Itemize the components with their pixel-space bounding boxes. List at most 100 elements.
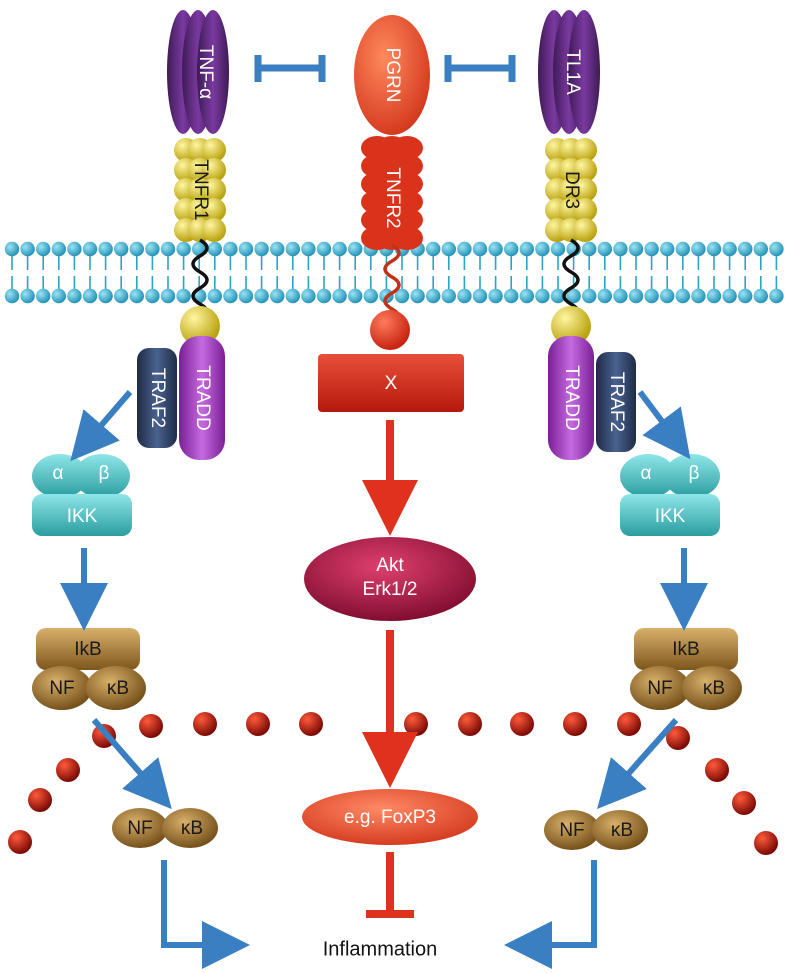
- foxp3-label: e.g. FoxP3: [344, 807, 436, 828]
- lipid-head: [316, 241, 332, 257]
- tnfr1-death-domain: [180, 306, 220, 346]
- left-nuclear-nf-label: NF: [127, 818, 152, 839]
- receptor-subunit: [573, 198, 597, 222]
- left-nuclear-nfkb: NF κB: [112, 808, 218, 848]
- lipid-head: [223, 288, 238, 304]
- receptor-subunit: [202, 178, 226, 202]
- lipid-head: [597, 288, 612, 304]
- pgrn-ligand: PGRN: [354, 15, 430, 135]
- lipid-head: [660, 241, 675, 257]
- lipid-head: [145, 288, 160, 304]
- lipid-head: [129, 288, 144, 304]
- lipid-head: [20, 288, 35, 304]
- right-nuclear-kb-label: κB: [611, 820, 633, 841]
- lipid-head: [160, 241, 176, 257]
- inhibit-tnf-pgrn: [254, 55, 326, 82]
- lipid-head: [51, 241, 66, 257]
- receptor-subunit: [202, 198, 226, 222]
- receptor-subunit: [573, 158, 597, 182]
- nuclear-pore-dot: [732, 791, 756, 815]
- lipid-head: [363, 288, 378, 304]
- left-ikb-nfkb-complex: IkB NF κB: [32, 628, 146, 710]
- lipid-head: [504, 288, 519, 304]
- lipid-head: [301, 288, 316, 304]
- lipid-head: [457, 288, 472, 304]
- lipid-head: [285, 288, 300, 304]
- nuclear-envelope: [8, 712, 778, 855]
- lipid-head: [566, 288, 581, 304]
- receptor-subunit: [573, 178, 597, 202]
- lipid-head: [51, 288, 66, 304]
- lipid-head: [691, 241, 706, 257]
- nuclear-pore-dot: [563, 712, 587, 736]
- receptor-subunit: [391, 208, 423, 232]
- arrow-nfkb-to-inflammation-right: [504, 860, 597, 969]
- lipid-head: [488, 288, 503, 304]
- lipid-head: [472, 241, 488, 257]
- right-kb-label: κB: [703, 678, 725, 699]
- right-traf2-label: TRAF2: [606, 372, 627, 432]
- receptor-subunit: [202, 158, 226, 182]
- right-ikk-complex: α β IKK: [620, 454, 720, 536]
- lipid-head: [129, 241, 144, 257]
- tnfr2-transmembrane: [383, 243, 401, 327]
- lipid-head: [301, 241, 316, 257]
- right-ikb-label: IkB: [672, 639, 699, 660]
- receptor-subunit: [573, 218, 597, 242]
- left-tradd-label: TRADD: [192, 365, 213, 430]
- lipid-head: [597, 241, 612, 257]
- dr3-receptor: [545, 138, 597, 242]
- lipid-head: [394, 288, 410, 304]
- nuclear-pore-dot: [56, 758, 80, 782]
- lipid-head: [660, 288, 675, 304]
- lipid-head: [488, 241, 503, 257]
- nuclear-pore-dot: [8, 830, 32, 854]
- receptor-subunit: [202, 218, 226, 242]
- right-tradd-label: TRADD: [561, 365, 582, 430]
- lipid-head: [4, 288, 20, 304]
- receptor-subunit: [391, 154, 423, 178]
- tnfr1-transmembrane: [191, 238, 209, 322]
- tl1a-ligand: TL1A: [538, 10, 600, 134]
- nuclear-pore-dot: [510, 712, 534, 736]
- lipid-head: [535, 241, 550, 257]
- nuclear-pore-dot: [458, 712, 482, 736]
- lipid-head: [176, 288, 191, 304]
- lipid-head: [675, 241, 690, 257]
- lipid-head: [270, 241, 285, 257]
- tnfr1-receptor: [174, 138, 226, 242]
- arrow-traf2-to-ikk-left: [70, 390, 133, 462]
- lipid-head: [67, 241, 82, 257]
- lipid-head: [535, 288, 550, 304]
- lipid-head: [98, 241, 113, 257]
- lipid-head: [176, 241, 191, 257]
- nuclear-pore-dot: [139, 714, 163, 738]
- nuclear-pore-dot: [754, 831, 778, 855]
- lipid-head: [238, 241, 254, 257]
- inhibit-pgrn-tl1a: [444, 55, 516, 82]
- tl1a-label: TL1A: [562, 49, 583, 95]
- lipid-head: [519, 241, 534, 257]
- lipid-head: [706, 288, 722, 304]
- lipid-head: [753, 288, 768, 304]
- lipid-head: [160, 288, 176, 304]
- left-tradd: TRADD: [179, 336, 225, 460]
- lipid-head: [67, 288, 82, 304]
- x-effector: X: [318, 354, 464, 412]
- lipid-head: [332, 288, 347, 304]
- receptor-subunit: [391, 226, 423, 250]
- lipid-head: [504, 241, 519, 257]
- nuclear-pore-dot: [246, 712, 270, 736]
- lipid-head: [706, 241, 722, 257]
- lipid-head: [207, 241, 222, 257]
- lipid-head: [426, 288, 441, 304]
- nuclear-pore-dot: [28, 788, 52, 812]
- dr3-transmembrane: [562, 238, 580, 322]
- lipid-head: [82, 241, 98, 257]
- akt-erk-kinases: Akt Erk1/2: [304, 537, 476, 621]
- left-ikk-complex: α β IKK: [32, 454, 132, 536]
- lipid-head: [98, 288, 113, 304]
- lipid-head: [472, 288, 488, 304]
- receptor-subunit: [202, 138, 226, 162]
